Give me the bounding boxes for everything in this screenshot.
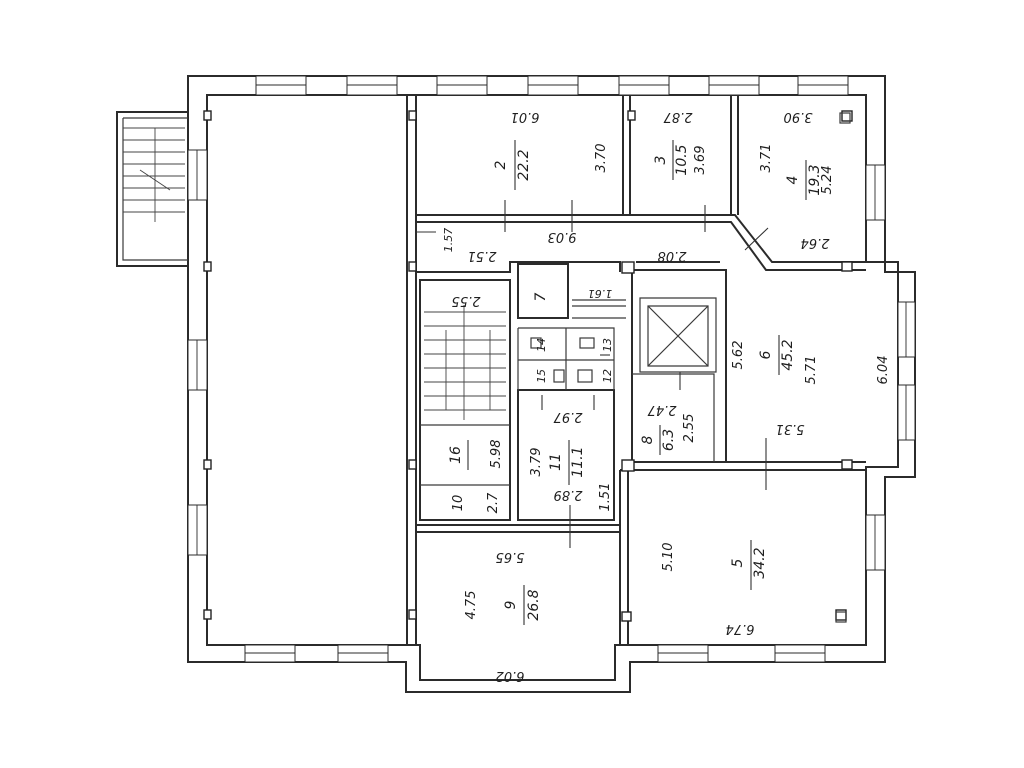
room-6-dim-bottom: 5.31 bbox=[776, 421, 805, 436]
room-9-dim-left: 4.75 bbox=[464, 591, 479, 620]
wc-rooms: 14 13 15 12 bbox=[535, 338, 614, 383]
room-2-dim-depth: 3.70 bbox=[594, 144, 609, 173]
room-5: 5.10 5 34.2 6.74 bbox=[661, 540, 768, 636]
room-9-dim-top: 5.65 bbox=[496, 549, 525, 564]
dimension-ticks bbox=[416, 200, 769, 548]
room-4-number: 4 bbox=[785, 176, 801, 185]
room-3-dim-depth: 3.69 bbox=[693, 146, 708, 175]
fixtures bbox=[530, 112, 851, 623]
room-6-number: 6 bbox=[758, 350, 774, 359]
corridor-dim-2: 2.51 bbox=[468, 248, 497, 263]
room-8-area: 6.3 bbox=[661, 429, 677, 451]
room-4-area: 19.3 bbox=[807, 164, 823, 195]
room-2-area: 22.2 bbox=[516, 149, 532, 180]
room-7: 7 1.61 bbox=[533, 287, 612, 301]
room-7-dim: 1.61 bbox=[588, 287, 613, 300]
room-9-area: 26.8 bbox=[526, 589, 542, 620]
room-5-dim-bottom: 6.74 bbox=[726, 621, 755, 636]
room-2-number: 2 bbox=[493, 160, 509, 169]
room-2: 6.01 2 22.2 3.70 bbox=[493, 109, 609, 190]
room-4-dim-depth: 3.71 bbox=[759, 144, 774, 173]
room-16-number: 16 bbox=[448, 446, 464, 464]
room-4-dim-bottom: 2.64 bbox=[801, 235, 830, 250]
outer-stair bbox=[123, 127, 185, 222]
corridor-dim-3: 9.03 bbox=[548, 229, 577, 244]
room-2-dim-width: 6.01 bbox=[511, 109, 540, 124]
room-4: 3.90 3.71 4 19.3 5.24 2.64 bbox=[759, 109, 835, 250]
columns bbox=[203, 110, 853, 622]
room-13-number: 13 bbox=[601, 338, 614, 352]
room-15-number: 15 bbox=[535, 369, 548, 383]
room-8: 2.47 8 6.3 2.55 bbox=[640, 402, 697, 455]
room-11-dim-bottom: 2.89 bbox=[554, 487, 583, 502]
room-7-number: 7 bbox=[533, 292, 549, 301]
room-5-number: 5 bbox=[730, 558, 746, 567]
room-4-dim-width: 3.90 bbox=[784, 109, 813, 124]
room-3-area: 10.5 bbox=[674, 144, 690, 175]
room-5-dim-left: 5.10 bbox=[661, 543, 676, 572]
inner-stair bbox=[424, 305, 506, 420]
room-9-dim-bottom: 6.02 bbox=[496, 668, 525, 683]
room-6: 5.62 6 45.2 5.71 6.04 5.31 bbox=[731, 335, 891, 436]
room-4-dim-side: 5.24 bbox=[820, 166, 835, 195]
room-3: 2.87 3 10.5 3.69 bbox=[653, 109, 708, 180]
room-10-dim: 2.7 bbox=[486, 492, 501, 513]
room-14-number: 14 bbox=[535, 338, 548, 352]
room-11-area: 11.1 bbox=[570, 446, 586, 477]
room-16: 16 5.98 bbox=[448, 440, 504, 470]
windows bbox=[187, 75, 916, 663]
room-8-number: 8 bbox=[640, 435, 656, 444]
room-6-dim-mid: 5.71 bbox=[804, 356, 819, 385]
corridor-dim-1: 1.57 bbox=[442, 228, 455, 253]
room-10-number: 10 bbox=[451, 495, 466, 512]
corridor-dim-4: 2.08 bbox=[658, 248, 687, 263]
room-16-dim: 5.98 bbox=[489, 440, 504, 469]
room-10: 10 2.7 bbox=[451, 492, 501, 513]
stair-dim: 2.55 bbox=[452, 293, 481, 308]
stair-block: 2.55 bbox=[452, 293, 481, 308]
room-12-number: 12 bbox=[601, 369, 614, 383]
interior-walls bbox=[406, 95, 866, 645]
room-6-dim-right: 6.04 bbox=[876, 356, 891, 385]
room-3-number: 3 bbox=[653, 156, 669, 165]
room-11-dim-right: 1.51 bbox=[598, 483, 613, 512]
room-11-dim-left: 3.79 bbox=[529, 448, 544, 477]
room-9: 5.65 4.75 9 26.8 6.02 bbox=[464, 549, 542, 683]
room-11: 2.97 3.79 11 11.1 2.89 1.51 bbox=[529, 409, 613, 511]
room-6-area: 45.2 bbox=[780, 339, 796, 370]
room-8-dim-top: 2.47 bbox=[647, 402, 677, 417]
room-9-number: 9 bbox=[503, 600, 519, 609]
room-6-dim-left: 5.62 bbox=[731, 341, 746, 370]
corridor: 1.57 2.51 9.03 2.08 bbox=[442, 228, 686, 263]
room-11-dim-top: 2.97 bbox=[553, 409, 583, 424]
room-11-number: 11 bbox=[548, 453, 564, 471]
room-5-area: 34.2 bbox=[752, 547, 768, 578]
room-3-dim-width: 2.87 bbox=[663, 109, 693, 124]
room-8-dim-side: 2.55 bbox=[682, 414, 697, 443]
